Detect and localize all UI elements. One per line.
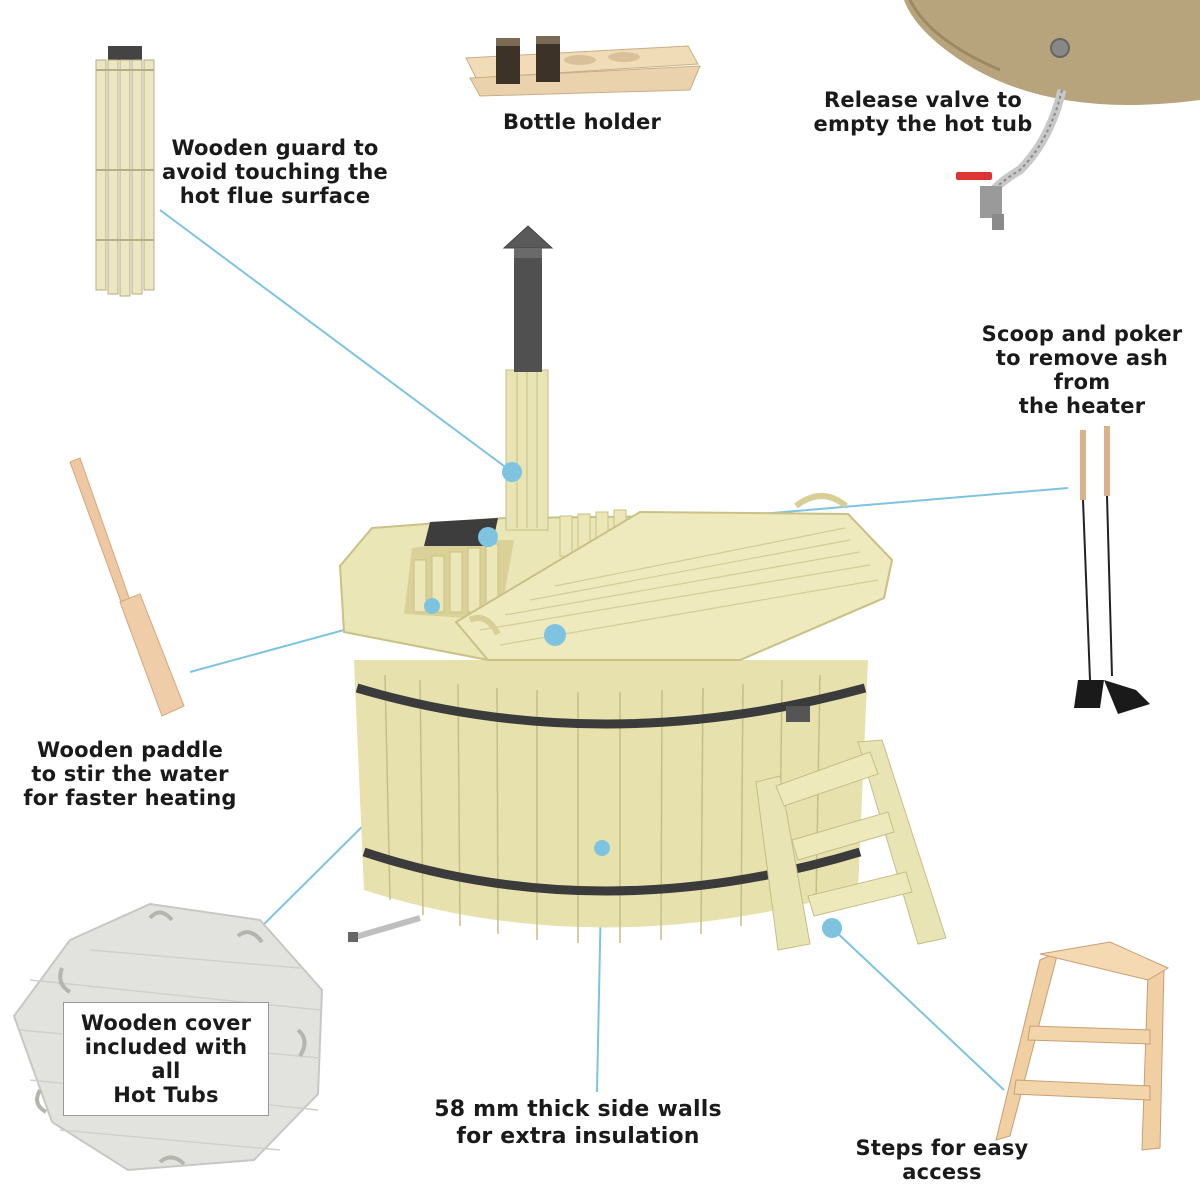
guard-callout-line <box>159 209 513 473</box>
cover-label: Wooden cover included with all Hot Tubs <box>63 1002 269 1116</box>
scoop-callout-dot <box>478 527 498 547</box>
wooden-paddle-icon <box>69 457 185 717</box>
wooden-steps-icon <box>995 941 1170 1151</box>
cover-callout-dot <box>544 624 566 646</box>
hot-tub-icon <box>338 225 947 951</box>
release-valve-icon <box>904 0 1200 230</box>
guard-label: Wooden guard to avoid touching the hot f… <box>162 136 388 208</box>
walls-label: 58 mm thick side walls for extra insulat… <box>434 1097 722 1149</box>
wooden-flue-guard-icon <box>95 46 155 297</box>
steps-callout-line <box>831 927 1005 1091</box>
callout-dots <box>424 462 842 938</box>
bottle-holder-label: Bottle holder <box>502 110 662 134</box>
bottle-holder-icon <box>465 36 701 97</box>
steps-label: Steps for easy access <box>855 1136 1029 1184</box>
steps-callout-dot <box>822 918 842 938</box>
paddle-label: Wooden paddle to stir the water for fast… <box>23 738 237 810</box>
tub-steps <box>755 739 947 951</box>
paddle-callout-dot <box>424 598 440 614</box>
walls-callout-dot <box>594 840 610 856</box>
valve-label: Release valve to empty the hot tub <box>813 88 1033 136</box>
scoop-poker-icon <box>1074 426 1150 714</box>
guard-callout-dot <box>502 462 522 482</box>
scoop-label: Scoop and poker to remove ash from the h… <box>981 322 1183 418</box>
